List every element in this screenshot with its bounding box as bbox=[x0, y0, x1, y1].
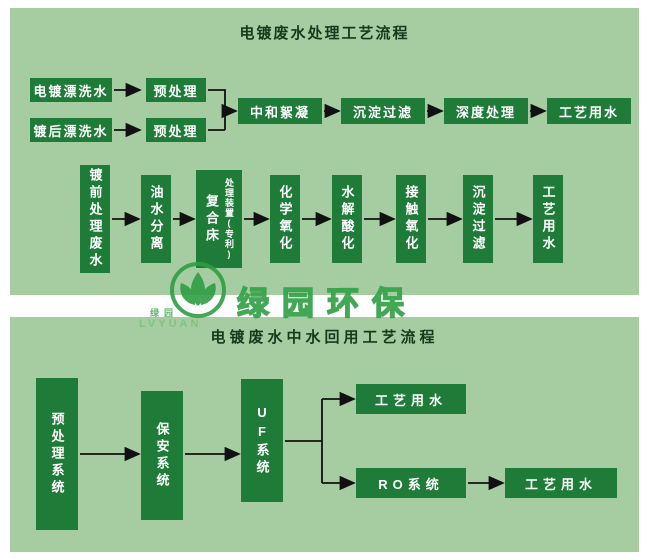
box-oil-water-separation: 油水分离 bbox=[141, 175, 171, 263]
box-label: 工艺用水 bbox=[540, 185, 556, 253]
box-label: 接触氧化 bbox=[403, 185, 419, 253]
box-composite-bed-device: 复合床 处理装置(专利) bbox=[196, 170, 242, 268]
box-label: 保安系统 bbox=[154, 421, 170, 490]
box-pretreatment-system: 预处理系统 bbox=[36, 378, 78, 530]
box-sedimentation-filtration-1: 沉淀过滤 bbox=[341, 98, 425, 124]
box-process-water-2: 工艺用水 bbox=[533, 175, 563, 263]
box-neutralization-flocculation: 中和絮凝 bbox=[238, 98, 322, 124]
box-chemical-oxidation: 化学氧化 bbox=[270, 175, 300, 263]
box-uf-system: UF系统 bbox=[241, 379, 283, 502]
box-sedimentation-filtration-2: 沉淀过滤 bbox=[463, 175, 493, 263]
box-label: 预处理系统 bbox=[49, 411, 65, 497]
box-pre-plating-wastewater: 镀前处理废水 bbox=[80, 165, 110, 273]
box-electroplating-rinse-water: 电镀漂洗水 bbox=[30, 78, 112, 102]
box-advanced-treatment: 深度处理 bbox=[444, 98, 528, 124]
composite-bed-sub-label: 处理装置(专利) bbox=[224, 178, 234, 260]
box-process-water-bottom: 工艺用水 bbox=[505, 468, 617, 498]
bottom-panel bbox=[10, 317, 639, 552]
box-label: 水解酸化 bbox=[339, 185, 355, 253]
bottom-flow-title: 电镀废水中水回用工艺流程 bbox=[210, 329, 439, 346]
box-pretreatment-1: 预处理 bbox=[146, 78, 206, 102]
box-pretreatment-2: 预处理 bbox=[146, 118, 206, 142]
box-label: 油水分离 bbox=[148, 185, 164, 253]
box-hydrolysis-acidification: 水解酸化 bbox=[332, 175, 362, 263]
box-ro-system: RO系统 bbox=[356, 468, 466, 498]
box-label: 镀前处理废水 bbox=[87, 168, 103, 270]
box-process-water-1: 工艺用水 bbox=[547, 98, 631, 124]
box-post-plating-rinse-water: 镀后漂洗水 bbox=[30, 118, 112, 142]
composite-bed-main-label: 复合床 bbox=[204, 193, 219, 245]
box-contact-oxidation: 接触氧化 bbox=[396, 175, 426, 263]
top-flow-title: 电镀废水处理工艺流程 bbox=[239, 25, 410, 42]
box-process-water-top: 工艺用水 bbox=[356, 384, 466, 414]
box-label: 沉淀过滤 bbox=[470, 185, 486, 253]
box-label: UF系统 bbox=[254, 404, 270, 477]
box-security-filter-system: 保安系统 bbox=[141, 391, 183, 520]
box-label: 化学氧化 bbox=[277, 185, 293, 253]
